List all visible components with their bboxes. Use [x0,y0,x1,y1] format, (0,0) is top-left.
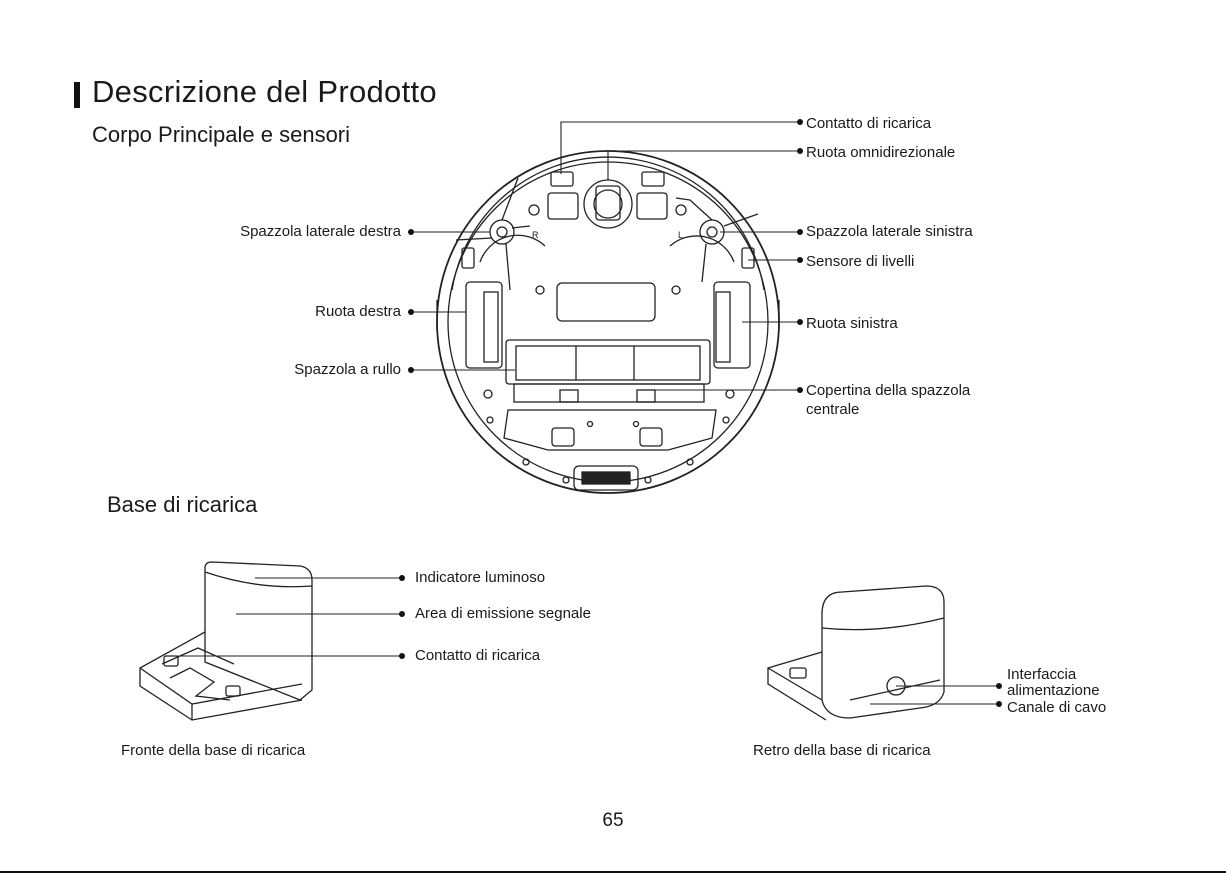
label-indicator-light: Indicatore luminoso [415,569,546,586]
label-right-wheel: Ruota destra [315,303,401,320]
label-power-interface-line2: alimentazione [1007,682,1100,699]
leader-lines-back-base [870,685,1000,705]
wheel-mark-right: R [532,230,539,240]
section-title-charging-base: Base di ricarica [107,492,258,517]
wheel-mark-left: L [678,230,683,240]
section-title-main-body: Corpo Principale e sensori [92,122,351,147]
label-cable-channel: Canale di cavo [1007,699,1107,716]
caption-back-base: Retro della base di ricarica [753,742,931,759]
label-brush-cover-line2: centrale [806,401,860,418]
label-side-brush-left: Spazzola laterale sinistra [806,223,973,240]
leader-dots [399,119,1002,707]
charging-base-back-view [767,585,945,721]
label-signal-area: Area di emissione segnale [415,605,591,622]
footer-rule [0,871,1226,873]
leader-lines-front-base [168,577,400,657]
label-charging-contact: Contatto di ricarica [806,115,932,132]
title-accent-bar [74,82,80,108]
charging-base-front-view [139,561,313,721]
caption-front-base: Fronte della base di ricarica [121,742,306,759]
label-brush-cover-line1: Copertina della spazzola [806,382,971,399]
page-number: 65 [602,810,624,831]
leader-lines-main-body [411,121,800,391]
page-title: Descrizione del Prodotto [92,74,437,109]
label-side-brush-right: Spazzola laterale destra [240,223,401,240]
label-roller-brush: Spazzola a rullo [294,361,401,378]
label-base-charging-contact: Contatto di ricarica [415,647,541,664]
label-cliff-sensor: Sensore di livelli [806,253,915,270]
robot-vacuum-bottom-view [436,150,780,494]
label-left-wheel: Ruota sinistra [806,315,898,332]
label-omni-wheel: Ruota omnidirezionale [806,144,956,161]
label-power-interface-line1: Interfaccia [1007,666,1077,683]
